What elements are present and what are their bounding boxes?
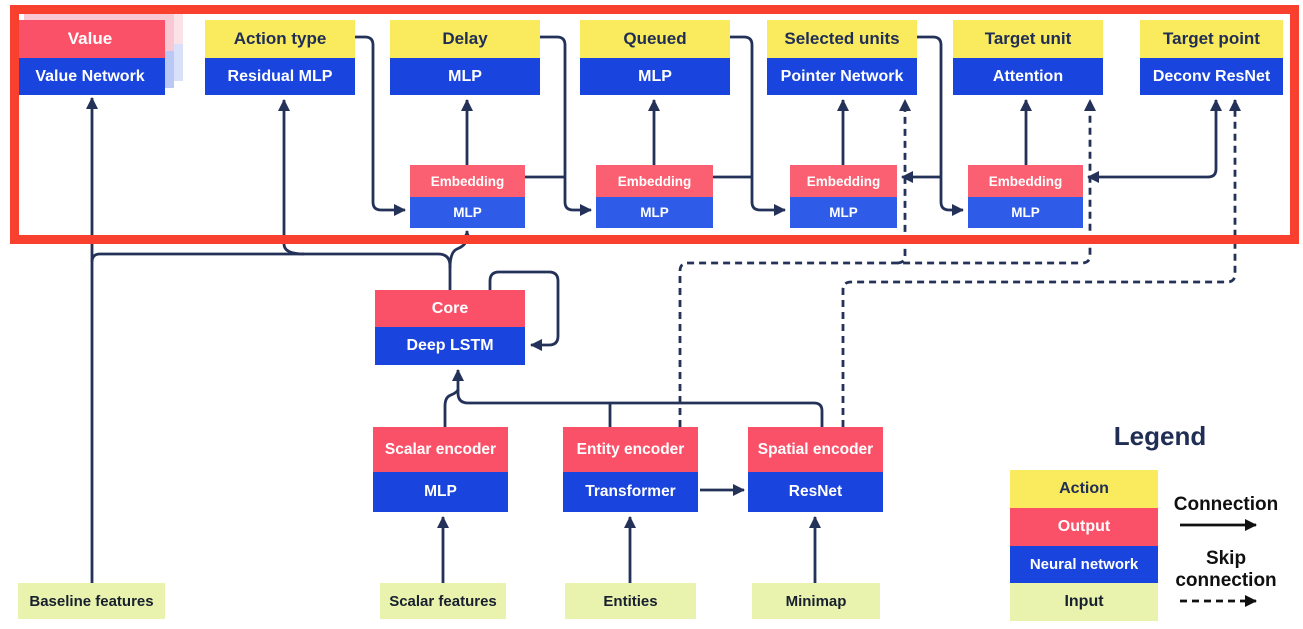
conn-core-to-residual-mlp (278, 99, 305, 256)
embedding3-mlp-label: MLP (790, 197, 897, 228)
delay-mlp-label: MLP (390, 58, 540, 95)
legend-skip-connection-label: Skip connection (1175, 548, 1277, 591)
attention-label: Attention (953, 58, 1103, 95)
entity-encoder-label: Entity encoder (563, 427, 698, 472)
conn-action-type-to-embedding1 (355, 35, 406, 216)
legend-swatch-input: Input (1010, 583, 1158, 621)
embedding2-mlp-label: MLP (596, 197, 713, 228)
block-embedding-1: Embedding MLP (410, 165, 525, 228)
block-selected-units: Selected units Pointer Network (767, 20, 917, 95)
input-entities: Entities (565, 583, 696, 619)
delay-label: Delay (390, 20, 540, 58)
block-embedding-2: Embedding MLP (596, 165, 713, 228)
value-output-label: Value (15, 20, 165, 58)
conn-queued-to-embedding3 (730, 35, 786, 216)
embedding2-label: Embedding (596, 165, 713, 197)
block-value: Value Value Network (15, 20, 165, 95)
scalar-mlp-label: MLP (373, 472, 508, 512)
block-delay: Delay MLP (390, 20, 540, 95)
legend-swatch-network: Neural network (1010, 546, 1158, 583)
target-unit-label: Target unit (953, 20, 1103, 58)
skip-spatial-encoder-to-deconv-resnet (841, 99, 1241, 427)
scalar-encoder-label: Scalar encoder (373, 427, 508, 472)
conn-encoders-to-lstm (452, 369, 824, 427)
value-network-label: Value Network (15, 58, 165, 95)
conn-embedding4-to-deconv-resnet (1087, 99, 1222, 183)
block-spatial-encoder: Spatial encoder ResNet (748, 427, 883, 512)
action-type-label: Action type (205, 20, 355, 58)
spatial-encoder-label: Spatial encoder (748, 427, 883, 472)
pointer-network-label: Pointer Network (767, 58, 917, 95)
conn-core-left-bus (90, 252, 452, 290)
input-baseline-features: Baseline features (18, 583, 165, 619)
deep-lstm-label: Deep LSTM (375, 327, 525, 365)
core-label: Core (375, 290, 525, 327)
skip-entity-encoder-to-pointer-network (896, 99, 911, 265)
block-target-point: Target point Deconv ResNet (1140, 20, 1283, 95)
block-scalar-encoder: Scalar encoder MLP (373, 427, 508, 512)
legend-title: Legend (1113, 421, 1207, 451)
embedding1-label: Embedding (410, 165, 525, 197)
selected-units-label: Selected units (767, 20, 917, 58)
block-embedding-3: Embedding MLP (790, 165, 897, 228)
transformer-label: Transformer (563, 472, 698, 512)
target-point-label: Target point (1140, 20, 1283, 58)
resnet-label: ResNet (748, 472, 883, 512)
conn-scalar-encoder-join (443, 388, 460, 427)
embedding4-mlp-label: MLP (968, 197, 1083, 228)
block-queued: Queued MLP (580, 20, 730, 95)
embedding4-label: Embedding (968, 165, 1083, 197)
block-target-unit: Target unit Attention (953, 20, 1103, 95)
block-core: Core Deep LSTM (375, 290, 525, 365)
conn-selected-units-to-embedding4 (917, 35, 964, 216)
legend-key: Action Output Neural network Input (1010, 470, 1158, 621)
skip-entity-encoder-to-attention (678, 99, 1096, 427)
queued-mlp-label: MLP (580, 58, 730, 95)
conn-core-recurrent-loop (488, 270, 560, 351)
highlight-frame (10, 5, 1299, 244)
conn-delay-to-embedding2 (540, 35, 592, 216)
input-minimap: Minimap (752, 583, 880, 619)
legend-connection-label: Connection (1173, 494, 1279, 515)
input-scalar-features: Scalar features (380, 583, 506, 619)
block-action-type: Action type Residual MLP (205, 20, 355, 95)
embedding1-mlp-label: MLP (410, 197, 525, 228)
legend-swatch-output: Output (1010, 508, 1158, 546)
deconv-resnet-label: Deconv ResNet (1140, 58, 1283, 95)
residual-mlp-label: Residual MLP (205, 58, 355, 95)
block-entity-encoder: Entity encoder Transformer (563, 427, 698, 512)
embedding3-label: Embedding (790, 165, 897, 197)
legend-swatch-action: Action (1010, 470, 1158, 508)
block-embedding-4: Embedding MLP (968, 165, 1083, 228)
queued-label: Queued (580, 20, 730, 58)
